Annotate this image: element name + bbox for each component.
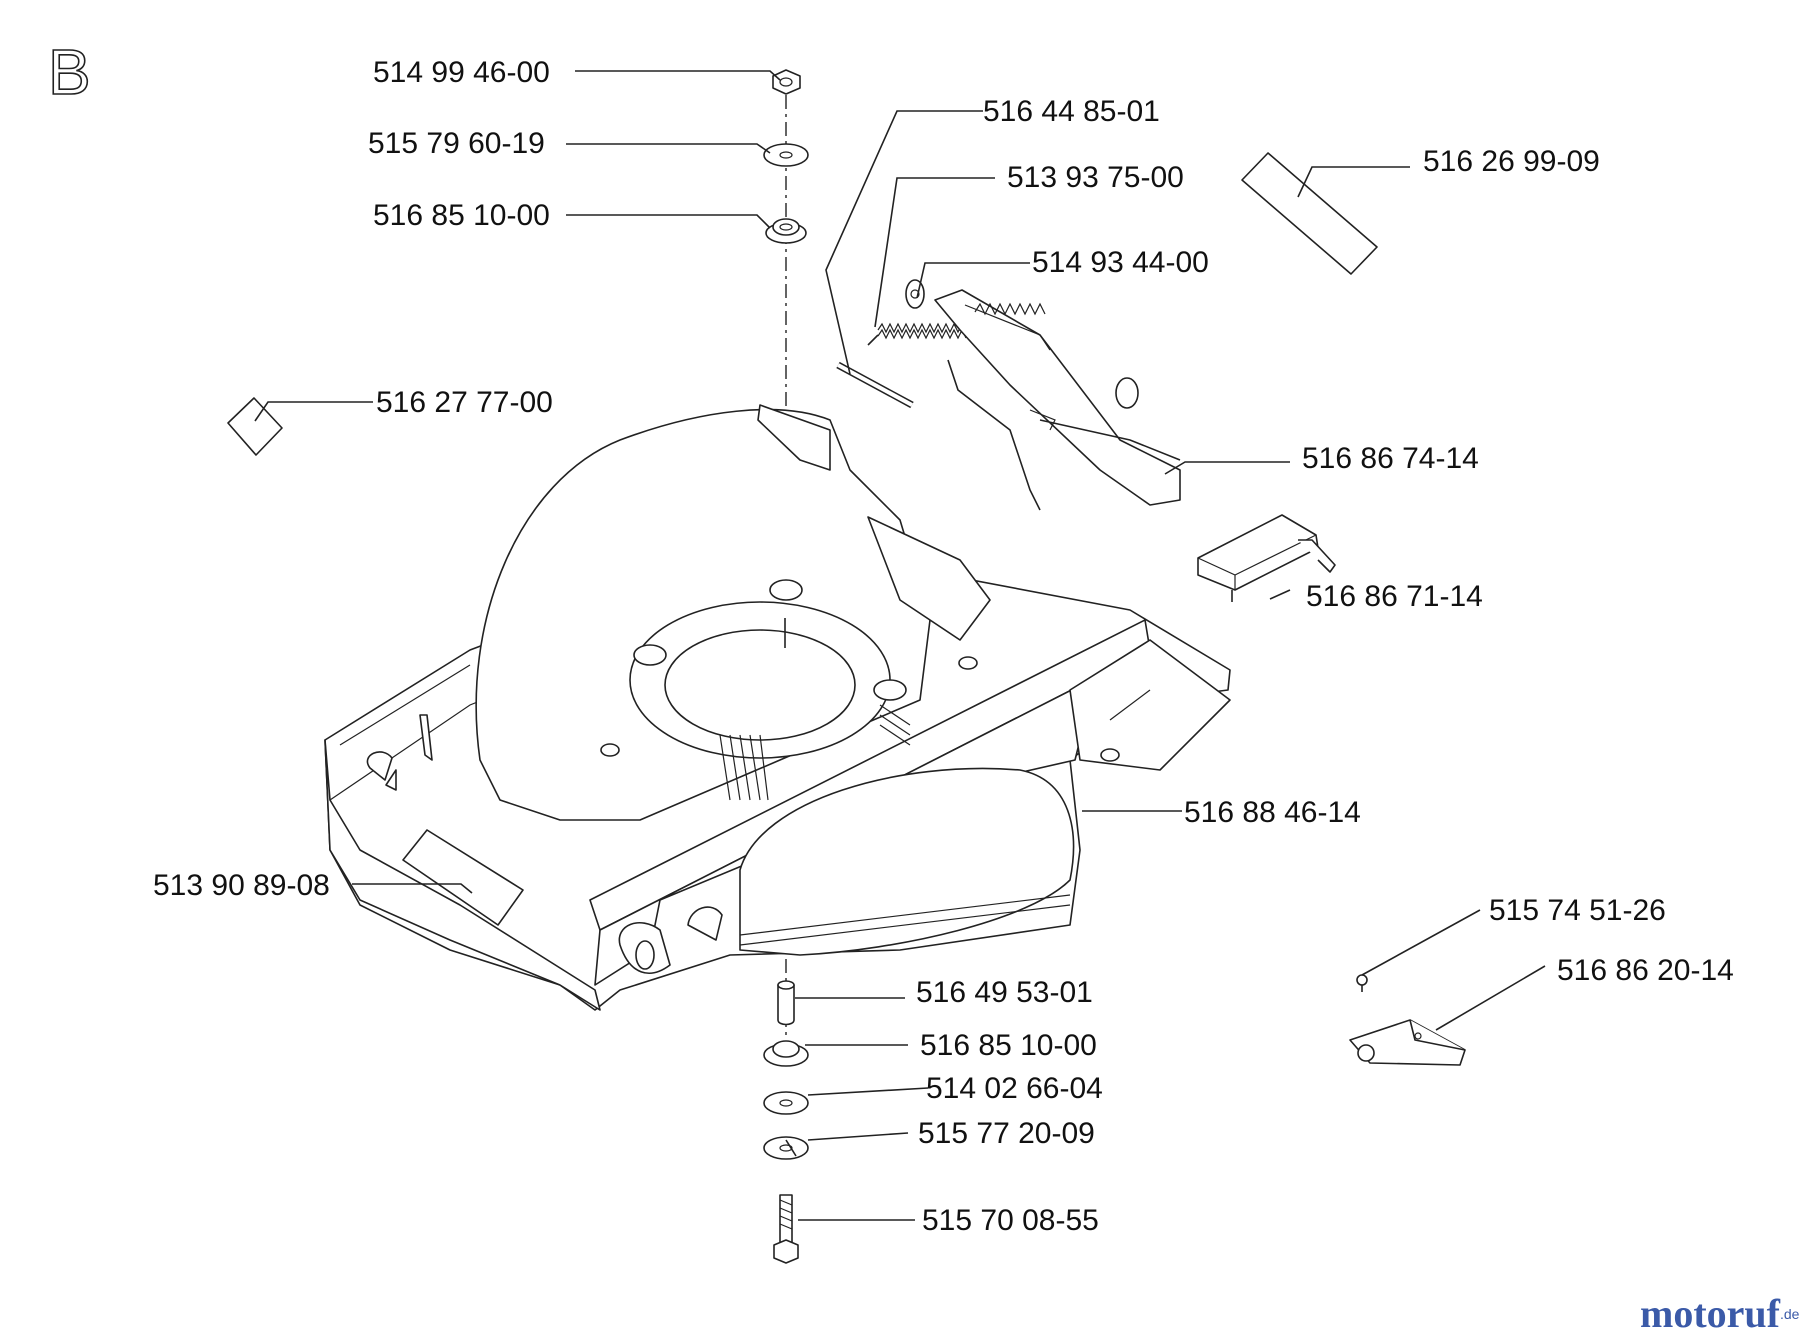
- part-number-514-99-46-00: 514 99 46-00: [373, 56, 550, 89]
- washer-bottom: [763, 1091, 809, 1115]
- part-number-516-85-10-00-bottom: 516 85 10-00: [920, 1029, 1097, 1062]
- part-number-514-02-66-04: 514 02 66-04: [926, 1072, 1103, 1105]
- svg-text:motoruf.de: motoruf.de: [1640, 1291, 1800, 1336]
- lever-assembly: [934, 289, 1181, 506]
- watermark-suffix: .de: [1780, 1306, 1800, 1322]
- decal-small: [227, 397, 283, 456]
- part-number-513-93-75-00: 513 93 75-00: [1007, 161, 1184, 194]
- nut-top: [772, 69, 801, 95]
- part-number-516-26-99-09: 516 26 99-09: [1423, 145, 1600, 178]
- decal-large: [1241, 152, 1378, 275]
- part-number-516-88-46-14: 516 88 46-14: [1184, 796, 1361, 829]
- spacer: [777, 980, 795, 1026]
- part-number-515-74-51-26: 515 74 51-26: [1489, 894, 1666, 927]
- bolt: [773, 1194, 799, 1264]
- spring: [867, 322, 1041, 511]
- washer-top: [763, 143, 809, 167]
- deck-label: [402, 829, 524, 926]
- bracket: [1197, 514, 1336, 602]
- mount-plate: [1349, 1019, 1466, 1066]
- part-number-516-49-53-01: 516 49 53-01: [916, 976, 1093, 1009]
- part-number-516-86-74-14: 516 86 74-14: [1302, 442, 1479, 475]
- part-number-516-44-85-01: 516 44 85-01: [983, 95, 1160, 128]
- leader-lines: [254, 70, 1546, 1221]
- part-number-516-85-10-00-top: 516 85 10-00: [373, 199, 550, 232]
- part-number-513-90-89-08: 513 90 89-08: [153, 869, 330, 902]
- lock-washer: [763, 1136, 809, 1160]
- part-number-515-77-20-09: 515 77 20-09: [918, 1117, 1095, 1150]
- clip: [905, 279, 925, 309]
- bushing-top: [765, 218, 807, 244]
- part-number-516-86-71-14: 516 86 71-14: [1306, 580, 1483, 613]
- small-screw: [1356, 974, 1368, 992]
- section-letter: B: [48, 36, 91, 108]
- watermark-logo: motoruf.de: [1640, 1291, 1800, 1336]
- part-number-516-27-77-00: 516 27 77-00: [376, 386, 553, 419]
- watermark-brand: motoruf: [1640, 1291, 1781, 1336]
- part-number-514-93-44-00: 514 93 44-00: [1032, 246, 1209, 279]
- mower-deck: [324, 404, 1231, 1011]
- bushing-bottom: [763, 1040, 809, 1067]
- part-number-515-79-60-19: 515 79 60-19: [368, 127, 545, 160]
- part-number-516-86-20-14: 516 86 20-14: [1557, 954, 1734, 987]
- part-number-515-70-08-55: 515 70 08-55: [922, 1204, 1099, 1237]
